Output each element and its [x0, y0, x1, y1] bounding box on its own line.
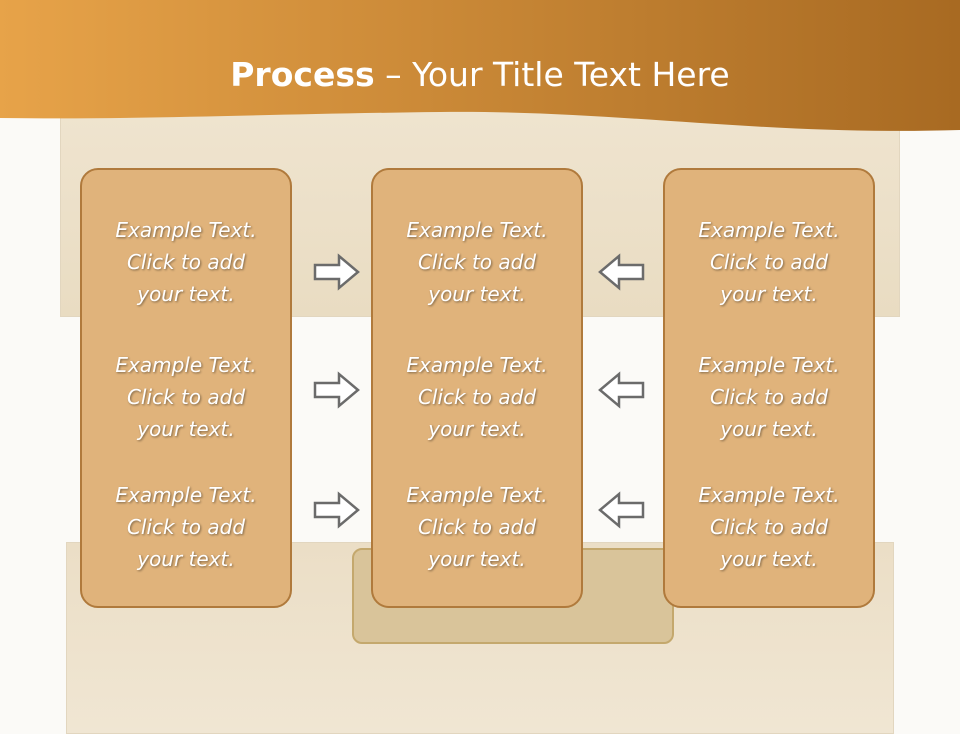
item-line: your text.: [428, 282, 526, 306]
title-rest: – Your Title Text Here: [374, 55, 730, 94]
right-text-box[interactable]: Example Text. Click to add your text. Ex…: [663, 168, 875, 608]
right-arrow-icon: [313, 371, 360, 409]
item-line: Click to add: [126, 385, 246, 409]
item-line: Example Text.: [406, 218, 548, 242]
right-arrow-icon: [313, 491, 360, 529]
item-line: your text.: [137, 282, 235, 306]
item-line: Example Text.: [698, 353, 840, 377]
item-line: Click to add: [417, 250, 537, 274]
item-line: Click to add: [709, 250, 829, 274]
item-line: Example Text.: [115, 353, 257, 377]
item-line: your text.: [428, 417, 526, 441]
item-line: Click to add: [126, 250, 246, 274]
item-line: your text.: [720, 547, 818, 571]
slide-title[interactable]: Process – Your Title Text Here: [0, 52, 960, 98]
center-text-box[interactable]: Example Text. Click to add your text. Ex…: [371, 168, 583, 608]
item-line: Example Text.: [698, 218, 840, 242]
list-item[interactable]: Example Text. Click to add your text.: [82, 479, 290, 575]
list-item[interactable]: Example Text. Click to add your text.: [82, 214, 290, 310]
list-item[interactable]: Example Text. Click to add your text.: [82, 349, 290, 445]
right-arrow-icon: [313, 253, 360, 291]
item-line: Click to add: [126, 515, 246, 539]
left-text-box[interactable]: Example Text. Click to add your text. Ex…: [80, 168, 292, 608]
left-arrow-icon: [598, 371, 645, 409]
item-line: Click to add: [417, 385, 537, 409]
list-item[interactable]: Example Text. Click to add your text.: [373, 214, 581, 310]
left-arrow-icon: [598, 491, 645, 529]
list-item[interactable]: Example Text. Click to add your text.: [665, 349, 873, 445]
list-item[interactable]: Example Text. Click to add your text.: [373, 349, 581, 445]
item-line: Click to add: [417, 515, 537, 539]
item-line: your text.: [137, 547, 235, 571]
item-line: Example Text.: [406, 483, 548, 507]
item-line: Example Text.: [115, 218, 257, 242]
list-item[interactable]: Example Text. Click to add your text.: [665, 479, 873, 575]
item-line: your text.: [137, 417, 235, 441]
list-item[interactable]: Example Text. Click to add your text.: [665, 214, 873, 310]
item-line: Example Text.: [698, 483, 840, 507]
left-arrow-icon: [598, 253, 645, 291]
item-line: your text.: [720, 282, 818, 306]
title-bold: Process: [230, 55, 375, 94]
item-line: Click to add: [709, 515, 829, 539]
item-line: your text.: [428, 547, 526, 571]
item-line: Click to add: [709, 385, 829, 409]
item-line: Example Text.: [406, 353, 548, 377]
list-item[interactable]: Example Text. Click to add your text.: [373, 479, 581, 575]
header-banner: [0, 0, 960, 131]
item-line: Example Text.: [115, 483, 257, 507]
item-line: your text.: [720, 417, 818, 441]
